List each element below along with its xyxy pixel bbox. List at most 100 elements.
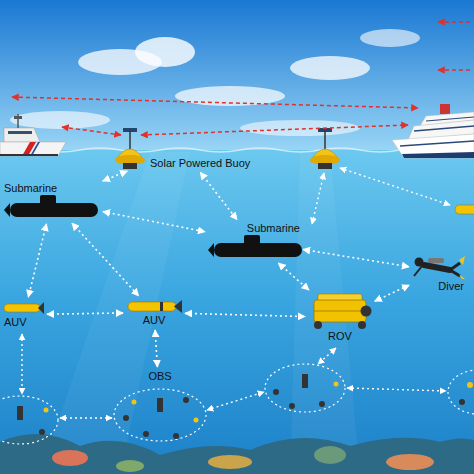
auv-icon	[4, 205, 474, 314]
acoustic-link	[375, 285, 410, 301]
radio-link	[12, 97, 418, 108]
icon-area	[126, 298, 182, 314]
acoustic-link	[318, 348, 336, 364]
icon-area	[114, 128, 146, 170]
auv-icon	[160, 302, 163, 311]
acoustic-link	[200, 172, 237, 219]
node-label: Submarine	[4, 182, 57, 195]
obs-instrument	[289, 403, 295, 409]
rov-icon	[314, 311, 366, 312]
seabed	[386, 454, 434, 470]
connector-group	[28, 171, 409, 367]
submarine-icon	[10, 203, 98, 217]
submarine-node: Submarine	[4, 182, 100, 221]
solar-buoy	[123, 163, 137, 169]
node-label: AUV	[143, 314, 166, 327]
node-label: Diver	[438, 280, 464, 293]
cruise-ship	[400, 141, 474, 146]
diver-icon	[428, 258, 444, 263]
auv-node: AUV	[126, 298, 182, 327]
acoustic-link	[185, 313, 305, 316]
auv-icon	[38, 302, 44, 314]
obs-instrument	[143, 431, 149, 437]
obs-instrument	[334, 382, 339, 387]
coast-guard-ship	[0, 114, 66, 156]
obs-cluster	[265, 364, 345, 412]
rov-icon	[314, 321, 322, 329]
acoustic-link	[60, 417, 112, 418]
rov-icon	[314, 294, 372, 329]
acoustic-link	[22, 168, 450, 418]
sky	[360, 29, 420, 47]
diver-icon	[450, 270, 460, 276]
acoustic-link	[312, 173, 324, 224]
acoustic-link	[347, 388, 446, 391]
acoustic-link	[155, 330, 157, 367]
acoustic-link	[103, 171, 128, 181]
obs-instrument	[194, 418, 199, 423]
coast-guard-ship	[8, 131, 32, 134]
obs-instrument	[39, 429, 45, 435]
obs-cluster	[114, 389, 206, 441]
submarine-icon	[214, 243, 302, 257]
obs-instrument	[302, 374, 308, 388]
obs-instrument	[123, 415, 129, 421]
obs-instrument	[44, 408, 49, 413]
acoustic-link	[47, 313, 123, 314]
diver-icon	[414, 266, 422, 276]
sky	[290, 56, 370, 80]
seabed	[52, 450, 88, 466]
radio-link	[438, 69, 472, 71]
radio-link	[62, 127, 121, 135]
obs-instrument	[132, 400, 137, 405]
submarine-icon	[244, 235, 260, 245]
cruise-ship	[392, 134, 474, 158]
submarine-icon	[40, 195, 56, 205]
coast-guard-ship	[0, 142, 66, 156]
diver-icon	[450, 263, 460, 270]
obs-instrument	[173, 433, 179, 439]
cruise-ship	[402, 152, 474, 158]
node-label: AUV	[4, 316, 27, 329]
diver-icon	[459, 256, 465, 265]
icon-area	[4, 300, 44, 316]
solar-buoy	[310, 128, 340, 169]
auv-icon	[455, 205, 474, 214]
node-label: Solar Powered Buoy	[150, 157, 250, 170]
sky	[135, 37, 195, 67]
acoustic-link	[28, 224, 46, 297]
submarine-icon	[208, 243, 214, 257]
obs-instrument	[183, 397, 189, 403]
node-label: Submarine	[247, 222, 300, 235]
radio-link	[438, 21, 472, 23]
cruise-ship	[414, 126, 474, 131]
cruise-ship	[426, 117, 474, 121]
auv-icon	[4, 304, 40, 312]
seabed	[0, 434, 474, 474]
seabed	[116, 460, 144, 472]
obs-instrument	[157, 398, 163, 412]
coast-guard-ship	[30, 142, 40, 156]
obs-instrument	[17, 406, 23, 420]
sky	[0, 0, 474, 152]
seabed	[314, 446, 346, 464]
coast-guard-ship	[0, 154, 58, 156]
obs-cluster	[0, 364, 474, 444]
submarine-icon	[208, 235, 302, 257]
obs-cluster	[448, 370, 474, 414]
node-label: OBS	[148, 370, 171, 383]
diver-icon	[414, 256, 465, 279]
icon-area	[412, 250, 464, 280]
acoustic-link	[72, 223, 139, 296]
rov-icon	[361, 306, 372, 317]
acoustic-link	[340, 168, 450, 205]
rov-icon	[314, 300, 366, 322]
diver-icon	[459, 274, 465, 279]
rov-icon	[358, 321, 366, 329]
diver-icon	[424, 265, 450, 270]
auv-node: AUV	[4, 300, 44, 329]
icon-area	[208, 235, 300, 261]
